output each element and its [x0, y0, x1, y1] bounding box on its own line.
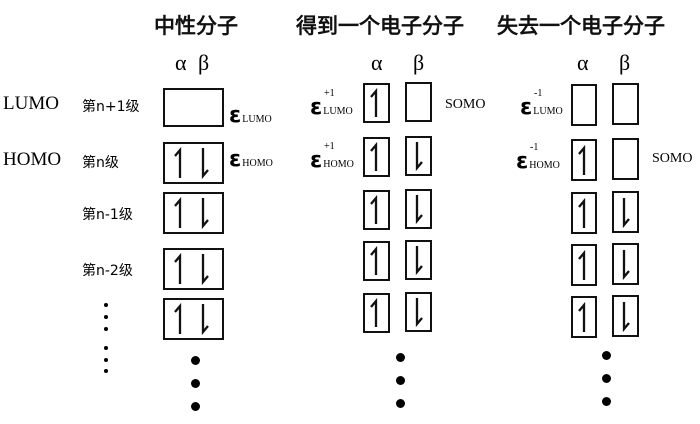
anion-alpha-header: α [371, 50, 383, 75]
cation-alpha-box [571, 84, 597, 126]
spin-up-arrow-icon [174, 252, 182, 284]
neutral-eps-homo-label: εHOMO [229, 149, 273, 171]
neutral-title: 中性分子 [154, 14, 238, 38]
neutral-orbital-box [163, 248, 224, 290]
anion-continuation-dot [396, 353, 405, 362]
epsilon-symbol: ε [516, 149, 529, 174]
neutral-orbital-box [163, 142, 224, 184]
level-n-minus-2-label: 第n-2级 [82, 263, 133, 279]
anion-beta-box [405, 292, 432, 332]
neutral-alpha-header: α [175, 50, 187, 75]
spin-up-arrow-icon [370, 194, 378, 224]
neutral-eps-homo-sub: HOMO [242, 158, 273, 169]
anion-continuation-dot [396, 376, 405, 385]
neutral-orbital-box [163, 298, 224, 340]
cation-beta-box [612, 83, 639, 125]
spin-up-arrow-icon [578, 197, 586, 228]
spin-down-arrow-icon [622, 302, 630, 333]
neutral-orbital-box [163, 88, 224, 127]
cation-continuation-dot [602, 351, 611, 360]
anion-beta-box [405, 136, 432, 176]
ellipsis-dot [104, 315, 108, 319]
anion-title: 得到一个电子分子 [296, 14, 464, 38]
cation-continuation-dot [602, 374, 611, 383]
neutral-orbital-box [163, 192, 224, 234]
anion-eps-homo-sup: +1 [324, 141, 335, 152]
cation-beta-header: β [619, 50, 631, 75]
anion-eps-homo-sub: HOMO [323, 159, 354, 170]
anion-somo-label: SOMO [445, 97, 486, 112]
spin-up-arrow-icon [370, 141, 378, 171]
spin-up-arrow-icon [578, 249, 586, 280]
spin-down-arrow-icon [201, 304, 209, 336]
epsilon-symbol: ε [310, 95, 323, 120]
cation-eps-lumo-sub: LUMO [533, 106, 563, 117]
cation-eps-homo-sup: -1 [530, 142, 539, 153]
level-n-minus-1-label: 第n-1级 [82, 207, 133, 223]
spin-down-arrow-icon [415, 298, 423, 328]
epsilon-symbol: ε [229, 103, 242, 128]
spin-up-arrow-icon [370, 245, 378, 275]
ellipsis-dot [104, 346, 108, 350]
spin-down-arrow-icon [622, 198, 630, 229]
ellipsis-dot [104, 303, 108, 307]
neutral-beta-header: β [198, 50, 210, 75]
neutral-continuation-dot [191, 402, 200, 411]
spin-up-arrow-icon [174, 146, 182, 178]
cation-continuation-dot [602, 397, 611, 406]
cation-eps-homo-sub: HOMO [529, 160, 560, 171]
spin-up-arrow-icon [174, 302, 182, 334]
spin-up-arrow-icon [578, 144, 586, 175]
cation-beta-box [612, 191, 639, 233]
spin-up-arrow-icon [174, 196, 182, 228]
neutral-continuation-dot [191, 379, 200, 388]
ellipsis-dot [104, 369, 108, 373]
spin-down-arrow-icon [622, 250, 630, 281]
neutral-eps-lumo-label: εLUMO [229, 105, 272, 127]
spin-down-arrow-icon [201, 198, 209, 230]
cation-title: 失去一个电子分子 [497, 14, 665, 38]
cation-alpha-header: α [577, 50, 589, 75]
spin-down-arrow-icon [201, 254, 209, 286]
spin-up-arrow-icon [578, 301, 586, 332]
cation-somo-label: SOMO [652, 151, 693, 166]
epsilon-symbol: ε [520, 95, 533, 120]
level-n-label: 第n级 [82, 155, 119, 171]
cation-beta-box [612, 295, 639, 337]
epsilon-symbol: ε [310, 148, 323, 173]
anion-eps-lumo-sup: +1 [324, 88, 335, 99]
level-n-plus-1-label: 第n+1级 [82, 99, 140, 115]
anion-continuation-dot [396, 399, 405, 408]
cation-beta-box [612, 243, 639, 285]
anion-beta-box [405, 82, 432, 122]
ellipsis-dot [104, 358, 108, 362]
homo-label: HOMO [3, 149, 62, 170]
anion-beta-header: β [413, 50, 425, 75]
anion-beta-box [405, 189, 432, 229]
ellipsis-dot [104, 327, 108, 331]
neutral-continuation-dot [191, 356, 200, 365]
spin-down-arrow-icon [201, 148, 209, 180]
lumo-label: LUMO [3, 93, 59, 114]
anion-eps-lumo-sub: LUMO [323, 106, 353, 117]
cation-beta-box [612, 138, 639, 180]
cation-eps-lumo-sup: -1 [534, 88, 543, 99]
spin-up-arrow-icon [370, 297, 378, 327]
spin-down-arrow-icon [415, 142, 423, 172]
spin-up-arrow-icon [370, 87, 378, 117]
epsilon-symbol: ε [229, 147, 242, 172]
spin-down-arrow-icon [415, 246, 423, 276]
neutral-eps-lumo-sub: LUMO [242, 114, 272, 125]
anion-beta-box [405, 240, 432, 280]
spin-down-arrow-icon [415, 195, 423, 225]
